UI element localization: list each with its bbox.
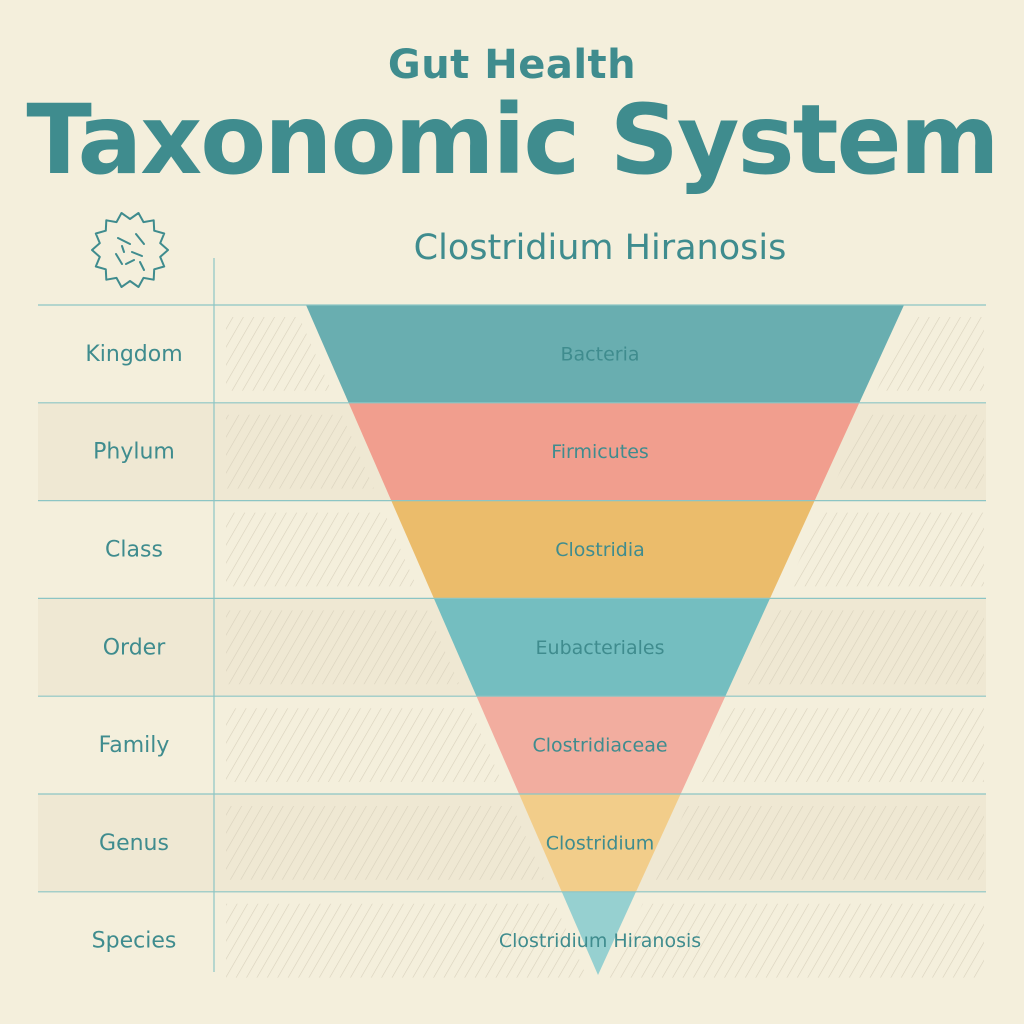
hatch-right-family: [698, 708, 984, 782]
rank-label-genus: Genus: [99, 831, 169, 856]
organism-name: Clostridium Hiranosis: [413, 228, 787, 268]
subtitle: Gut Health: [387, 42, 637, 88]
hatch-left-phylum: [226, 414, 375, 489]
hatch-left-species: [226, 903, 588, 978]
hatch-right-order: [742, 610, 984, 685]
funnel-segment-class: [391, 500, 815, 599]
hatch-right-kingdom: [876, 317, 984, 391]
taxon-value-class: Clostridia: [555, 539, 645, 561]
bacteria-icon: [91, 212, 169, 288]
rank-label-family: Family: [99, 733, 170, 758]
hatch-left-family: [226, 708, 502, 782]
page-title: Taxonomic System: [26, 84, 999, 196]
funnel-segment-species: [561, 891, 636, 975]
funnel-segment-phylum: [348, 402, 860, 501]
hatch-left-class: [226, 512, 417, 587]
hatch-left-order: [226, 610, 460, 685]
funnel-segment-order: [433, 598, 770, 697]
hatch-right-class: [787, 512, 984, 587]
hatch-right-genus: [653, 806, 984, 880]
funnel-segment-kingdom: [306, 305, 904, 403]
rank-label-phylum: Phylum: [93, 440, 175, 465]
hatch-left-genus: [226, 806, 545, 880]
hatch-left-kingdom: [226, 317, 332, 391]
rank-label-species: Species: [92, 929, 177, 954]
taxon-value-phylum: Firmicutes: [551, 441, 649, 463]
taxon-value-species: Clostridium Hiranosis: [499, 930, 701, 952]
funnel-segment-family: [476, 696, 726, 794]
rank-label-class: Class: [105, 538, 163, 563]
taxon-value-kingdom: Bacteria: [561, 343, 640, 365]
rank-label-kingdom: Kingdom: [85, 342, 182, 367]
hatch-right-phylum: [832, 414, 984, 489]
taxon-value-genus: Clostridium: [546, 832, 655, 854]
taxon-value-order: Eubacteriales: [536, 637, 665, 659]
taxon-value-family: Clostridiaceae: [532, 735, 667, 757]
rank-label-order: Order: [103, 635, 166, 660]
hatch-right-species: [608, 903, 984, 978]
funnel-segment-genus: [519, 794, 681, 892]
